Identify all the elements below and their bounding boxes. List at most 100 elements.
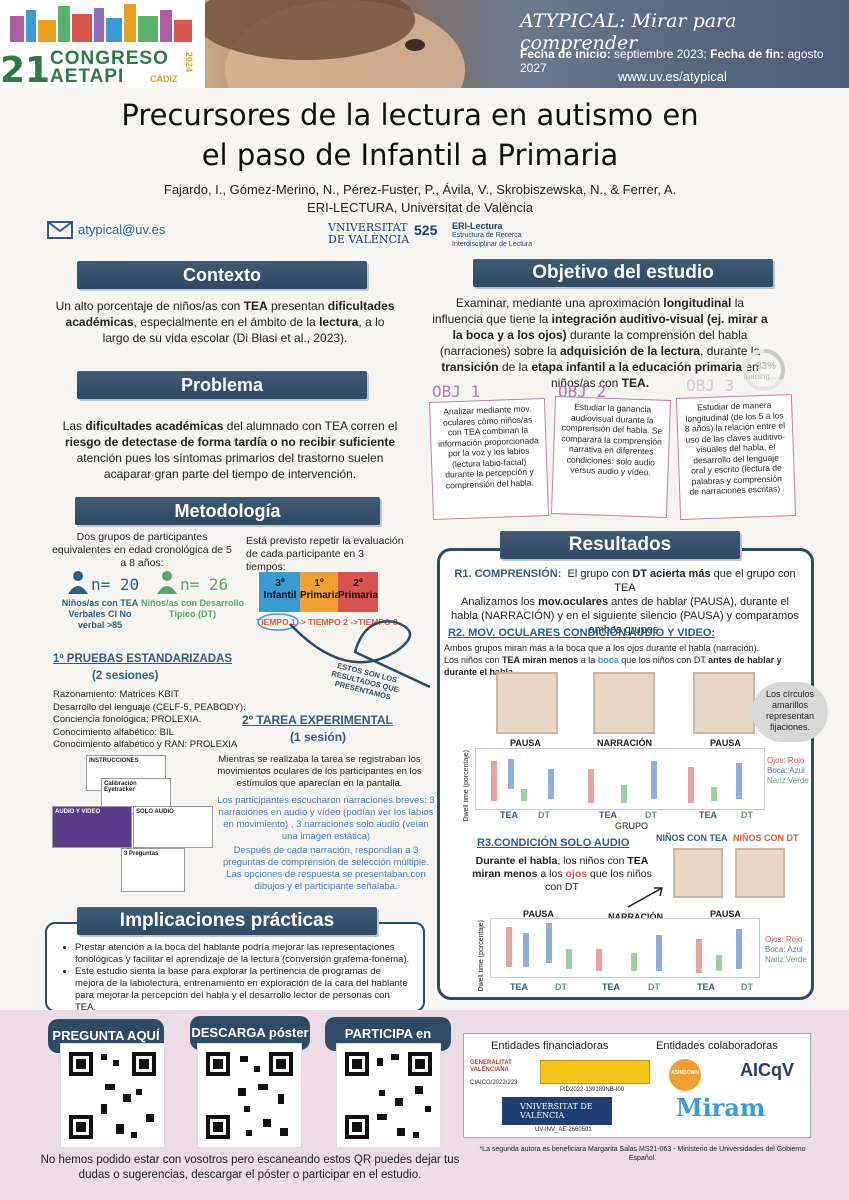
tick-tea-3: TEA [699, 810, 717, 820]
screen-audio-video: AUDIO Y VIDEO [52, 806, 132, 848]
person-icon-tea [68, 571, 88, 594]
tick-dt-6: DT [741, 982, 753, 992]
congress-name: 21 CONGRESO AETAPI CÁDIZ 2024 [0, 46, 205, 91]
header-banner: 21 CONGRESO AETAPI CÁDIZ 2024 ATYPICAL: … [0, 0, 849, 91]
stage3: 2º Primaria [338, 572, 378, 612]
financiadoras-title: Entidades financiadoras [491, 1040, 609, 1052]
progress-gauge [743, 349, 785, 391]
label-pausa-4: PAUSA [710, 909, 741, 919]
footnote: *La segunda autora es beneficiara Margar… [479, 1146, 806, 1162]
uv-525-logo: 525 [414, 222, 438, 238]
tick-dt-1: DT [538, 810, 550, 820]
implicaciones-header: Implicaciones prácticas [77, 907, 377, 935]
progress-label: loading... [744, 372, 777, 381]
qr-code-icon [206, 1052, 293, 1139]
ylabel-1: Dwell time (porcentaje) [463, 750, 470, 822]
legend-2: Ojos: Rojo Boca: Azul Nariz:Verde [765, 935, 807, 964]
violin-plot-svg [491, 759, 742, 803]
qr-pregunta[interactable] [60, 1043, 165, 1148]
tick-dt-3: DT [741, 810, 753, 820]
task-text3: Después de cada narración, respondían a … [223, 845, 429, 892]
congress-logo: 21 CONGRESO AETAPI CÁDIZ 2024 [0, 0, 205, 91]
screen-solo-audio: SOLO AUDIO [133, 806, 213, 848]
logo-ministerio [540, 1060, 650, 1084]
violin-plot-audio-video [475, 748, 765, 810]
r2-title: R2. MOV. OCULARES CONDICIÓN AUDIO Y VIDE… [448, 627, 716, 639]
resultados-header: Resultados [500, 531, 740, 559]
congress-number: 21 [0, 50, 51, 91]
fixation-note: Los círculos amarillos representan fijac… [752, 682, 828, 742]
banner-photo [205, 0, 849, 88]
poster-title-line1: Precursores de la lectura en autismo en [121, 98, 699, 132]
task-text2: Los participantes escucharon narraciones… [217, 795, 435, 842]
tick-tea-4: TEA [510, 982, 528, 992]
collab2-logo: AICqV [740, 1060, 794, 1080]
obj2-card: Estudiar la ganancia audiovisual durante… [550, 396, 672, 518]
objetivo-header: Objetivo del estudio [473, 259, 773, 287]
label-pausa-2: PAUSA [710, 738, 741, 748]
contexto-text: Un alto porcentaje de niños/as con TEA p… [55, 299, 395, 345]
arrow-to-results [289, 620, 431, 689]
implicaciones-list: Prestar atención a la boca del hablante … [65, 942, 410, 1014]
obj3-label: OBJ 3 [686, 376, 735, 395]
project-url[interactable]: www.uv.es/atypical [618, 69, 727, 84]
congress-line1: CONGRESO [50, 48, 169, 69]
label-pausa-1: PAUSA [510, 738, 541, 748]
implicacion-item: Prestar atención a la boca del hablante … [75, 942, 410, 966]
face-fixation-1 [496, 672, 558, 734]
collab1-label: ASINDOWN [671, 1070, 699, 1076]
task-sessions: (1 sesión) [290, 730, 347, 744]
r3-title: R3.CONDICIÓN SOLO AUDIO [477, 837, 630, 849]
project-dates: Fecha de inicio: septiembre 2023; Fecha … [520, 47, 824, 75]
n-dt: n= 26 [180, 575, 229, 594]
label-ninos-tea: NIÑOS CON TEA [656, 833, 728, 843]
tick-tea-1: TEA [500, 810, 518, 820]
obj1-label: OBJ 1 [432, 382, 481, 401]
qr-participa[interactable] [336, 1043, 441, 1148]
contexto-header: Contexto [77, 261, 367, 289]
test-item: Conocimiento alfabético y RAN: PROLEXIA [53, 739, 238, 750]
task-title: 2º TAREA EXPERIMENTAL [242, 713, 393, 727]
person-icon-dt [157, 571, 177, 594]
congress-city: CÁDIZ [150, 74, 178, 84]
eri-logo: ERI-Lectura Estructura de Recerca Interd… [452, 221, 533, 249]
child-face-image [205, 0, 465, 88]
label-narracion-1: NARRACIÓN [597, 738, 652, 748]
ylabel-2: Dwell time (porcentaje) [478, 920, 485, 992]
test-item: Desarrollo del lenguaje (CELF-5, PEABODY… [53, 701, 246, 713]
qr-descarga[interactable] [197, 1043, 302, 1148]
objetivo-text: Examinar, mediante una aproximación long… [432, 296, 768, 390]
face-fixation-3 [693, 672, 755, 734]
project-title: ATYPICAL: Mirar para comprender [520, 10, 737, 54]
task-text1: Mientras se realizaba la tarea se regist… [217, 754, 422, 789]
congress-year: 2024 [184, 52, 194, 73]
asindown-logo [669, 1059, 701, 1091]
violin-plot-audio-only [490, 918, 760, 978]
face-dt [735, 848, 785, 898]
label-ninos-dt: NIÑOS CON DT [733, 833, 799, 843]
tick-tea-6: TEA [697, 982, 715, 992]
logo-gva: GENERALITAT VALENCIANA [470, 1060, 512, 1073]
footer-note: No hemos podido estar con vosotros pero … [40, 1154, 460, 1181]
tick-tea-2: TEA [599, 810, 617, 820]
qr-code-icon [69, 1052, 156, 1139]
metodologia-header: Metodología [75, 497, 380, 525]
n-tea: n= 20 [91, 575, 140, 594]
congress-line2: AETAPI [50, 66, 125, 87]
problema-text: Las dificultades académicas del alumnado… [62, 419, 398, 481]
tick-dt-5: DT [648, 982, 660, 992]
authors: Fajardo, I., Gómez-Merino, N., Pérez-Fus… [163, 182, 677, 197]
face-fixation-2 [593, 672, 655, 734]
tests-list: Razonamiento: Matrices KBIT Desarrollo d… [53, 689, 246, 752]
label-narracion-2: NARRACIÓN [608, 912, 663, 922]
progress-percent: 33% [756, 361, 777, 372]
time1-highlight [257, 613, 299, 631]
r2-text: Ambos grupos miran más a la boca que a l… [444, 643, 782, 677]
dt-group-label: Niños/as con Desarrollo Típico (DT) [140, 598, 245, 619]
test-item: Conocimiento alfabético: BIL [53, 726, 174, 738]
obj1-card: Analizar mediante mov. oculares cómo niñ… [428, 398, 550, 520]
collab3-logo: Miram [676, 1093, 766, 1122]
uv-logo: VNIVERSITAT DE VALÈNCIA [328, 221, 410, 246]
email-link[interactable]: atypical@uv.es [78, 222, 166, 237]
problema-header: Problema [77, 371, 367, 399]
